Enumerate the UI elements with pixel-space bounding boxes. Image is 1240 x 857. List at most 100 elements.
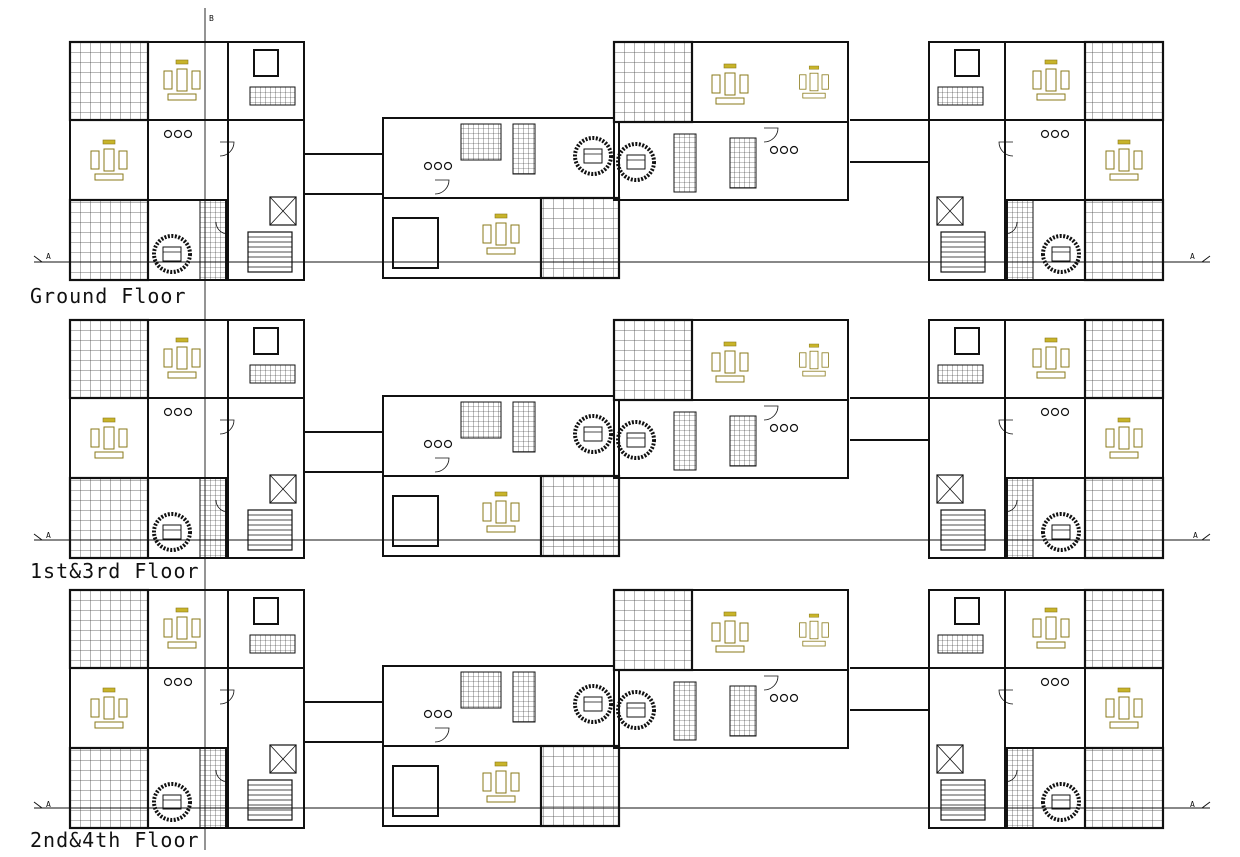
room-upper [1004,319,1086,399]
central-right-upper [691,319,849,401]
central-round [573,414,613,454]
shaft-x [936,196,964,226]
terrace-top [68,318,150,400]
door-swing [998,689,1014,705]
stair-well [247,231,293,273]
room-upper [147,41,229,121]
central-right-round [616,142,656,182]
dining-chairs [163,407,193,417]
floor-label-ground: Ground Floor [30,284,187,308]
central-chairs [423,161,453,171]
central-right-living2 [799,613,829,647]
shaft [936,744,964,774]
door-swing [763,405,779,421]
central-block [382,117,621,280]
living-furniture [1105,417,1143,459]
hall [227,667,305,829]
door-swing [215,769,229,783]
central-right-upper [691,41,849,123]
living-furniture [1105,687,1143,729]
apartment-wing [68,318,305,560]
fixture [954,327,980,355]
terrace-bottom [1083,198,1165,282]
bathtub [937,634,984,654]
shaft [269,474,297,504]
kitchen [928,589,1006,669]
living-furniture [1105,139,1143,181]
central-right-lower [613,121,849,201]
central-right-chairs [769,145,799,155]
central-bath [460,123,502,161]
central-right-living2 [799,343,829,377]
central-right-living [711,63,749,105]
door-swing [998,141,1014,157]
central-terrace [539,196,621,280]
bath-hatch [1006,747,1034,829]
room-upper-furniture [163,607,201,649]
shaft-x [936,474,964,504]
stair-well [940,779,986,821]
central-right-round [616,690,656,730]
section-mark-a-left-ground: A [46,252,51,261]
door-swing [219,141,235,157]
central-chairs [423,709,453,719]
terrace-bottom [68,476,150,560]
terrace-top [68,40,150,122]
terrace-top [68,588,150,670]
door-swing [434,179,450,195]
door-swing [215,499,229,513]
section-mark-a-right-1st: A [1193,531,1198,540]
section-mark-a-right-2nd: A [1190,800,1195,809]
shaft-x [269,196,297,226]
bath-hatch [199,477,227,559]
door-swing [763,127,779,143]
central-right-bath [673,681,697,741]
living-furniture [90,139,128,181]
central-right-lower [613,399,849,479]
terrace-bottom [68,746,150,830]
central-bath [460,671,502,709]
central-right-lower [613,669,849,749]
door-swing [434,457,450,473]
room-upper-furniture [1032,607,1070,649]
central-round [573,684,613,724]
terrace-top [1083,588,1165,670]
apartment-wing [928,588,1165,830]
central-bath2 [512,671,536,723]
central-room [392,765,439,817]
central-lower-left [382,475,542,557]
central-bath [460,401,502,439]
round-bed [1041,512,1081,552]
section-mark-b-top: B [209,14,214,23]
central-right-chairs [769,423,799,433]
dining-chairs [1040,407,1070,417]
fixture [253,49,279,77]
section-arrow-left [33,533,44,541]
section-arrow-left [33,801,44,809]
stair-well [247,509,293,551]
bath-hatch [1006,477,1034,559]
round-bed [1041,782,1081,822]
fixture [253,327,279,355]
central-right-bath [673,133,697,193]
shaft [936,196,964,226]
central-bath2 [512,401,536,453]
shaft [269,196,297,226]
bath-hatch [1006,199,1034,281]
terrace-top [1083,40,1165,122]
central-block [382,665,621,828]
terrace-bottom [68,198,150,282]
stair [248,779,292,816]
section-arrow-right [1200,255,1211,263]
central-right-bath2 [729,685,757,737]
dining-chairs [1040,129,1070,139]
shaft [269,744,297,774]
hall [928,119,1006,281]
central-terrace [539,474,621,558]
central-right-terrace [612,40,694,124]
room-upper-furniture [1032,59,1070,101]
central-chairs [423,439,453,449]
hall [227,119,305,281]
central-right-living [711,341,749,383]
living-room [1084,397,1164,479]
